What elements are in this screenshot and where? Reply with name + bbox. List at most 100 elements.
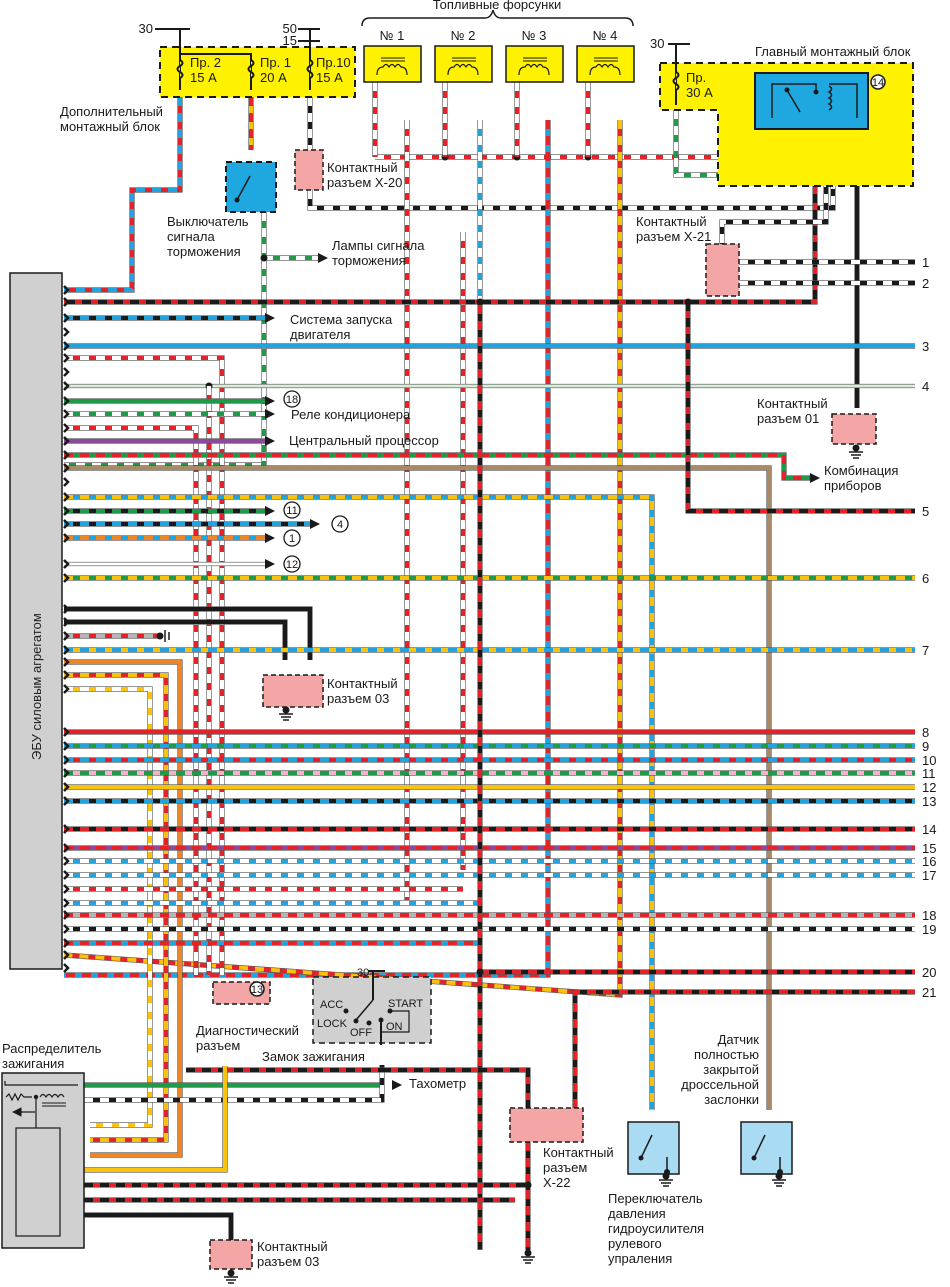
- ecu-pin-icon: [63, 519, 70, 529]
- ecu-pin-icon: [63, 856, 70, 866]
- x21-label: разъем X-21: [636, 229, 711, 244]
- ref-number: 1: [289, 533, 295, 545]
- junction-dot: [476, 968, 484, 976]
- wire-stripe: [720, 130, 828, 244]
- wire-outline: [64, 619, 288, 660]
- ecu-pin-icon: [63, 768, 70, 778]
- x22-label: Контактный: [543, 1145, 614, 1160]
- wire: [64, 620, 287, 660]
- coil-icon: [518, 63, 550, 76]
- brake-switch-label: сигнала: [167, 229, 215, 244]
- main-relay: 14: [754, 72, 886, 130]
- arrow-icon: [265, 436, 275, 446]
- x21-label: Контактный: [636, 214, 707, 229]
- output-number: 14: [922, 822, 936, 837]
- arrow-icon: [318, 253, 328, 263]
- connector-x20: [294, 149, 324, 191]
- output-number: 4: [922, 379, 929, 394]
- arrow-icon: [265, 313, 275, 323]
- ref-number: 18: [286, 394, 298, 406]
- ignition-switch: 30 ACC LOCK OFF ON START: [312, 967, 432, 1045]
- injector-group: Топливные форсунки: [361, 0, 634, 27]
- ecu-pin-icon: [63, 910, 70, 920]
- supply-30-label: 30: [139, 21, 153, 36]
- ecu-pin-icon: [63, 297, 70, 307]
- wire-stripe: [84, 1065, 384, 1102]
- ecu-pin-icon: [63, 285, 70, 295]
- relay-ref: 14: [872, 77, 884, 89]
- wire-stripe: [64, 97, 182, 292]
- ecu-pin-icon: [63, 341, 70, 351]
- throttle-label: дроссельной: [681, 1077, 759, 1092]
- ecu-pin-icon: [63, 843, 70, 853]
- ecu-pin-icon: [63, 938, 70, 948]
- arrow-icon: [265, 559, 275, 569]
- wire: [64, 687, 152, 1127]
- ign-pos-acc: ACC: [320, 999, 343, 1011]
- arrow-icon: [810, 473, 820, 483]
- main-fuse-block: Главный монтажный блок 30 Пр. 30 А 14: [650, 36, 914, 187]
- wire-stripe: [64, 356, 224, 975]
- wire-stripe: [382, 1068, 530, 1108]
- power-steering-switch: [627, 1121, 680, 1175]
- coil-icon: [376, 63, 408, 76]
- c01-label: разъем 01: [757, 411, 819, 426]
- aux-fuse-block: 30 50 15 Пр. 2 15 А Пр. 1 20 А Пр.10 15 …: [139, 21, 356, 98]
- ground-icon: [524, 1249, 532, 1257]
- ps-switch-label: рулевого: [608, 1236, 662, 1251]
- throttle-label: закрытой: [703, 1062, 759, 1077]
- ignition-distributor: [1, 1072, 85, 1249]
- cluster-label: Комбинация: [824, 463, 898, 478]
- ign-pos-lock: LOCK: [317, 1018, 348, 1030]
- ecu-pin-icon: [63, 506, 70, 516]
- arrow-icon: [265, 409, 275, 419]
- injector-body: [505, 45, 564, 83]
- wire-stripe: [64, 120, 550, 977]
- wire-stripe: [686, 302, 915, 513]
- main-fuse-name: Пр.: [686, 70, 706, 85]
- junction-dot: [684, 298, 692, 306]
- ign-supply: 30: [357, 967, 369, 979]
- output-number: 19: [922, 922, 936, 937]
- grounds: [164, 444, 863, 1284]
- ecu-pin-icon: [63, 782, 70, 792]
- throttle-label: Датчик: [718, 1032, 760, 1047]
- main-fuse-rating: 30 А: [686, 85, 713, 100]
- output-number: 21: [922, 985, 936, 1000]
- injector-label: № 3: [522, 28, 547, 43]
- wire-stripe: [64, 687, 152, 1127]
- injectors-title: Топливные форсунки: [433, 0, 562, 12]
- junction-dot: [476, 298, 484, 306]
- x20-label: Контактный: [327, 160, 398, 175]
- ecu-pin-icon: [63, 670, 70, 680]
- junction-dot: [524, 1181, 532, 1189]
- ecu-pin-icon: [63, 796, 70, 806]
- ecu-pin-icon: [63, 963, 70, 973]
- brake-lamps-label: Лампы сигнала: [332, 238, 425, 253]
- x22-label: X-22: [543, 1175, 570, 1190]
- ref-badge: [870, 74, 886, 90]
- ground-icon: [852, 444, 860, 452]
- connector-03-top: [262, 674, 324, 708]
- ecu-pin-icon: [63, 450, 70, 460]
- ecu-pin-icon: [63, 477, 70, 487]
- distributor-label: Распределитель: [2, 1041, 102, 1056]
- distributor-label: зажигания: [2, 1056, 64, 1071]
- injector-label: № 1: [380, 28, 405, 43]
- ecu-pin-icon: [63, 824, 70, 834]
- fuse-name: Пр. 1: [260, 55, 291, 70]
- ign-pos-on: ON: [386, 1021, 403, 1033]
- arrow-icon: [265, 506, 275, 516]
- fuse-name: Пр. 2: [190, 55, 221, 70]
- supply-15-label: 15: [283, 33, 297, 48]
- wire: [84, 1066, 227, 1172]
- ref-number: 11: [286, 505, 297, 517]
- fuse-icon: [672, 71, 680, 91]
- brake-switch-label: торможения: [167, 244, 241, 259]
- injector-label: № 2: [451, 28, 476, 43]
- wires-layer: [63, 82, 915, 1250]
- output-number: 6: [922, 571, 929, 586]
- ground-icon: [227, 1269, 235, 1277]
